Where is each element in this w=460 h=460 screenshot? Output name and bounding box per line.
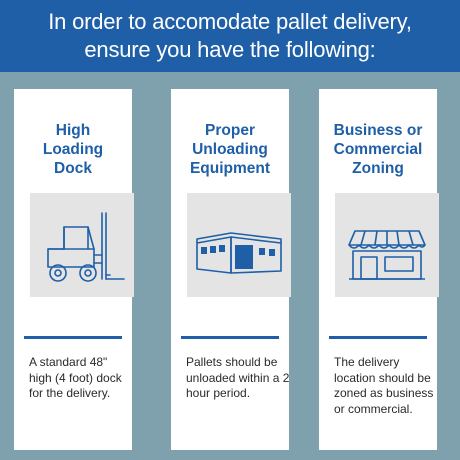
card-image [30,193,134,297]
card-title-line: High [55,122,91,139]
card-desc-line: zoned as business [334,386,434,400]
card-inner: Business or Commercial Zoning [319,89,439,450]
card-description: Pallets should be unloaded within a 2 ho… [186,355,290,402]
card-title-line: Dock [54,160,92,177]
card-title-line: Unloading [192,141,268,158]
warehouse-icon [196,232,282,274]
card-unloading-equipment: Proper Unloading Equipment [162,80,298,450]
card-title-line: Commercial [333,141,423,158]
card-desc-line: high (4 foot) dock [29,370,122,385]
card-desc-line: location should be [334,370,431,385]
header-line-2: ensure you have the following: [84,37,376,62]
card-desc-line: The delivery [334,355,400,369]
card-commercial-zoning: Business or Commercial Zoning [310,80,446,450]
storefront-icon [348,230,426,280]
card-desc-line: A standard 48" [29,355,108,369]
card-description: A standard 48" high (4 foot) dock for th… [29,355,124,402]
card-title-line: Equipment [189,160,271,177]
card-image [335,193,439,297]
card-title-line: Zoning [352,160,404,177]
card-desc-line: or commercial. [334,401,413,416]
card-image [187,193,291,297]
card-title: High Loading Dock [14,121,132,178]
card-desc-line: for the delivery. [29,386,111,400]
card-title-line: Loading [42,141,104,158]
card-loading-dock: High Loading Dock [5,80,141,450]
card-inner: High Loading Dock [14,89,134,450]
card-title-line: Proper [205,122,255,139]
card-desc-line: hour period. [186,386,251,400]
card-title: Proper Unloading Equipment [171,121,289,178]
card-description: The delivery location should be zoned as… [334,355,434,417]
card-divider [24,336,122,339]
card-desc-line: Pallets should be [186,355,278,369]
card-divider [181,336,279,339]
card-title-line: Business or [333,122,423,139]
card-inner: Proper Unloading Equipment [171,89,291,450]
card-divider [329,336,427,339]
header-line-1: In order to accomodate pallet delivery, [48,9,412,34]
header-banner: In order to accomodate pallet delivery, … [0,0,460,72]
card-title: Business or Commercial Zoning [319,121,437,178]
card-desc-line: unloaded within a 2 [186,370,290,385]
forklift-icon [47,212,125,282]
